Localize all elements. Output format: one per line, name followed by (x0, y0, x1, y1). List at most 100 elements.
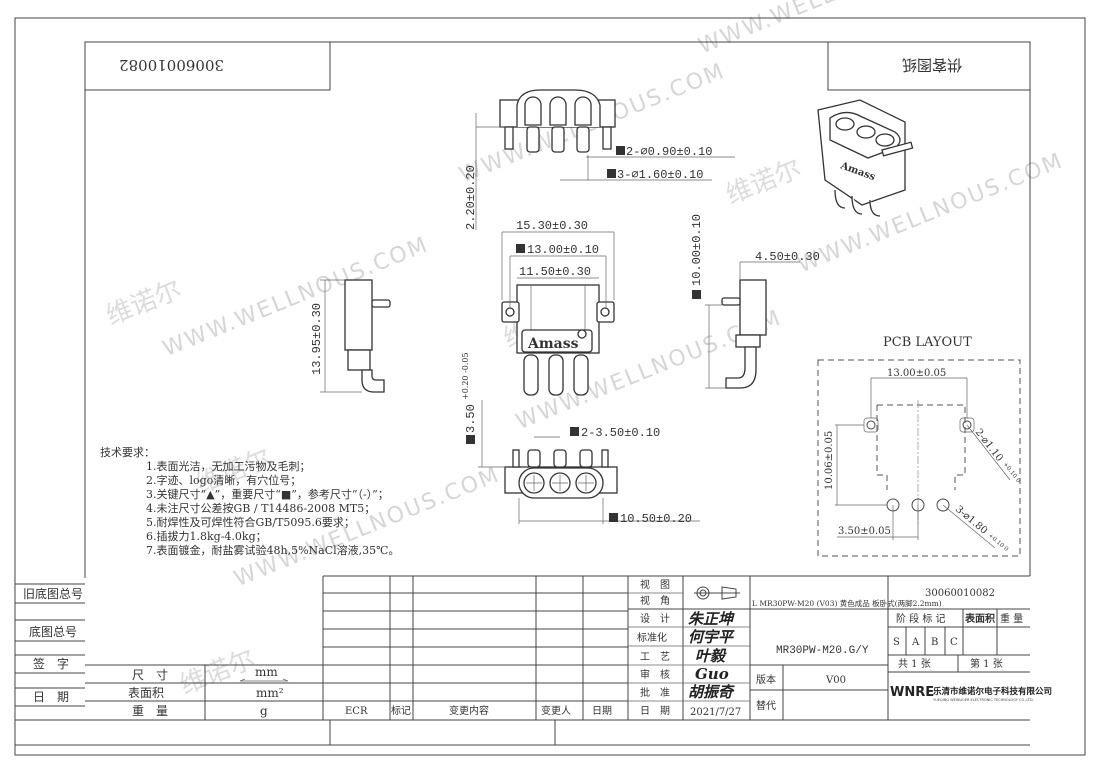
change-col-content: 变更内容 (449, 704, 489, 717)
dim-pin-large: 3-⌀1.60±0.10 (617, 168, 703, 182)
change-col-date: 日期 (592, 705, 612, 717)
requirement-item: 7.表面镀金，耐盐雾试验48h,5%NaCl溶液,35℃。 (146, 543, 399, 557)
important-dim-marker (570, 427, 579, 436)
label-drawing-no: 底图总号 (29, 624, 77, 639)
dim-width-13-00: 13.00±0.10 (527, 243, 599, 257)
bottom-view (478, 400, 700, 524)
requirement-item: 2.字迹、logo清晰，有穴位号； (146, 473, 301, 487)
watermark-en: WWW.WELLNOUS.COM (695, 0, 968, 59)
tb-label: 审 核 (640, 668, 670, 681)
title-block: 视 图 视 角 设 计 标准化 工 艺 审 核 批 准 日 期 朱正坤 何宇平 … (628, 576, 1052, 720)
dim-pin-small: 2-⌀0.90±0.10 (626, 145, 712, 159)
projection-symbol (694, 586, 740, 600)
important-dim-marker (609, 513, 618, 522)
change-col-ecr: ECR (345, 706, 368, 717)
dim-width-15-30: 15.30±0.30 (516, 219, 588, 233)
change-col-mark: 标记 (391, 705, 411, 717)
dim-height-2-20: 2.20±0.20 (464, 165, 478, 230)
requirement-item: 1.表面光洁，无加工污物及毛刺； (146, 459, 311, 473)
tb-label: 设 计 (640, 612, 670, 625)
right-side-view (705, 261, 800, 389)
watermark-en: WWW.WELLNOUS.COM (159, 232, 432, 362)
weight-label: 重 量 (1000, 612, 1023, 625)
pcb-dim-3-50: 3.50±0.05 (838, 526, 891, 537)
dim-pitch: 2-3.50±0.10 (581, 426, 660, 440)
unit-label: 重 量 (132, 704, 168, 718)
important-dim-marker (607, 169, 616, 178)
signature-standardization: 何宇平 (688, 628, 735, 646)
technical-requirements: 技术要求： 1.表面光洁，无加工污物及毛刺； 2.字迹、logo清晰，有穴位号；… (100, 446, 399, 557)
unit-value: mm² (256, 686, 284, 700)
tb-label: 工 艺 (640, 651, 670, 663)
sheets-total: 共 1 张 (898, 658, 931, 670)
unit-label: 尺 寸 (132, 668, 168, 682)
requirement-item: 4.未注尺寸公差按GB / T14486-2008 MT5； (146, 501, 375, 515)
stage-b: B (931, 637, 938, 648)
tb-label: 视 角 (640, 594, 670, 607)
replace-label: 替代 (756, 699, 776, 712)
pcb-hole-large-tol: +0.10 0 (987, 532, 1010, 553)
dim-height-10-00: 10.00±0.10 (690, 214, 704, 286)
important-dim-marker (466, 435, 475, 444)
front-view (501, 231, 615, 396)
tb-label: 视 图 (640, 578, 670, 591)
watermark-cn: 维诺尔 (176, 644, 260, 701)
approval-date: 2021/7/27 (690, 707, 741, 718)
sheet-number: 第 1 张 (970, 657, 1003, 670)
pcb-hole-small: 2-⌀1.10 (973, 427, 1005, 464)
pcb-layout-title: PCB LAYOUT (883, 335, 972, 350)
left-record-table: 旧底图总号 底图总号 签 字 日 期 (15, 583, 85, 721)
label-date: 日 期 (33, 690, 69, 704)
version-label: 版本 (756, 673, 776, 686)
signature-process: 叶毅 (695, 647, 727, 665)
important-dim-marker (692, 290, 701, 299)
dim-height-3-50: 3.50 (464, 404, 478, 433)
requirement-item: 5.耐焊性及可焊性符合GB/T5095.6要求； (146, 515, 355, 529)
signature-review: Guo (695, 665, 729, 683)
company-name-cn: 乐清市维诺尔电子科技有限公司 (933, 686, 1052, 697)
dim-height-13-95: 13.95±0.30 (310, 303, 324, 375)
important-dim-marker (616, 146, 625, 155)
part-description: L MR30PW-M20 (V03) 黄色成品 板卧式(两脚2.2mm) (752, 598, 942, 608)
part-code-rotated: 30060010082 (119, 56, 224, 74)
change-col-person: 变更人 (541, 704, 571, 717)
dim-width-11-50: 11.50±0.30 (519, 265, 591, 279)
stage-c: C (950, 637, 958, 648)
requirements-title: 技术要求： (100, 446, 155, 459)
customer-drawing-stamp: 供客图纸 (902, 56, 962, 74)
bottom-strip (15, 720, 1030, 746)
stage-a: A (911, 637, 920, 648)
signature-approve: 胡振奇 (688, 683, 735, 701)
label-signature: 签 字 (33, 656, 69, 671)
signature-design: 朱正坤 (688, 610, 735, 628)
units-table: 尺 寸 mm 表面积 mm² 重 量 g (85, 664, 1030, 721)
company-logo: WNRE (890, 685, 934, 700)
requirement-item: 3.关键尺寸“▲”，重要尺寸“■”，参考尺寸“（-）”； (146, 487, 389, 501)
brand-logo-amass: Amass (527, 336, 579, 352)
dim-width-4-50: 4.50±0.30 (755, 250, 820, 264)
unit-value: mm (255, 665, 278, 679)
drawing-frame (14, 17, 1086, 756)
pcb-dim-13-00: 13.00±0.05 (887, 368, 946, 379)
pcb-hole-large: 3-⌀1.80 (953, 504, 989, 537)
requirement-item: 6.插拔力1.8kg-4.0kg； (146, 529, 267, 543)
tb-label: 批 准 (640, 686, 670, 699)
area-label: 表面积 (964, 612, 995, 625)
isometric-view (817, 99, 914, 217)
dim-width-10-50: 10.50±0.20 (620, 512, 692, 526)
dim-height-3-50-tolerance: +0.20 -0.05 (461, 352, 470, 400)
label-old-drawing-no: 旧底图总号 (23, 586, 83, 601)
tb-label: 日 期 (640, 705, 670, 717)
unit-value: g (260, 704, 268, 718)
pcb-layout (817, 359, 1021, 557)
drawing-code: 30060010082 (925, 588, 995, 599)
company-name-en: YUEQING WEINUOER ELECTRONIC TECHNOLOGY C… (933, 698, 1034, 702)
watermark-cn: 维诺尔 (722, 154, 806, 211)
tb-label: 标准化 (637, 631, 667, 644)
stage-s: S (893, 637, 900, 648)
pcb-dim-10-06: 10.06±0.05 (824, 431, 835, 490)
watermark-cn: 维诺尔 (102, 275, 186, 332)
change-table: ECR 标记 变更内容 变更人 日期 (322, 575, 1030, 720)
top-view (475, 89, 735, 230)
